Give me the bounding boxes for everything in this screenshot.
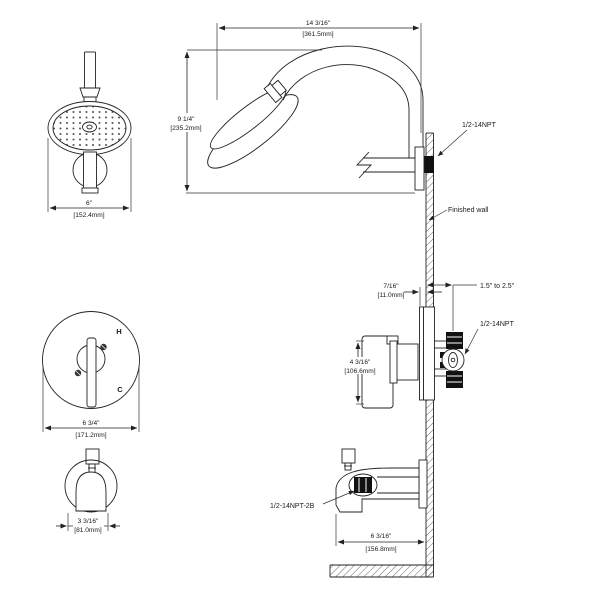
dimension-trim-height: 4 3/16" [106.6mm]	[341, 340, 379, 405]
dimension-plate-diameter: 6 3/4" [171.2mm]	[42, 366, 140, 439]
screw-bottom	[74, 369, 82, 377]
dim-plate-diameter-mm: [171.2mm]	[75, 432, 106, 439]
tub-spout-side-view: 1/2-14NPT-2B 6 3/16" [156.8mm]	[270, 448, 428, 553]
valve-depth-range-label: 1.5" to 2.5"	[480, 283, 515, 290]
dim-plate-gap-inches: 7/16"	[383, 283, 399, 290]
npt-valve-label: 1/2-14NPT	[480, 321, 515, 328]
floor-section	[329, 564, 434, 578]
dim-trim-height-mm: [106.6mm]	[344, 368, 375, 375]
valve-escutcheon-plate	[419, 306, 424, 401]
dimension-arm-reach: 14 3/16" [361.5mm]	[216, 20, 422, 133]
dimension-spout-length: 6 3/16" [156.8mm]	[335, 514, 425, 553]
spout-body-side	[335, 467, 420, 513]
dimension-spout-width: 3 3/16" [81.0mm]	[56, 513, 120, 534]
dimension-head-diameter: 6" [152.4mm]	[47, 138, 132, 219]
dimension-plate-gap: 7/16" [11.0mm]	[378, 283, 442, 306]
dimension-valve-depth: 1.5" to 2.5"	[427, 282, 515, 331]
trim-plate-circle	[42, 311, 140, 409]
hot-label: H	[116, 327, 121, 336]
dim-arm-drop-mm: [235.2mm]	[170, 125, 201, 132]
finished-wall-label: Finished wall	[448, 207, 489, 214]
dim-plate-diameter-inches: 6 3/4"	[82, 420, 100, 427]
dim-trim-height-inches: 4 3/16"	[350, 359, 371, 366]
diverter-knob-front	[85, 448, 100, 465]
dim-arm-drop-inches: 9 1/4"	[177, 116, 195, 123]
npt-top-label: 1/2-14NPT	[462, 122, 497, 129]
plaster-guard	[423, 306, 435, 401]
dim-spout-length-inches: 6 3/16"	[371, 533, 392, 540]
dim-spout-length-mm: [156.8mm]	[365, 546, 396, 553]
dim-arm-reach-mm: [361.5mm]	[302, 31, 333, 38]
rough-in-valve	[434, 332, 465, 388]
dim-spout-width-mm: [81.0mm]	[74, 527, 102, 534]
dim-head-mm: [152.4mm]	[73, 212, 104, 219]
showerhead-front-view: 6" [152.4mm]	[47, 51, 132, 219]
handle-lever	[86, 337, 97, 408]
npt-spout-label: 1/2-14NPT-2B	[270, 503, 315, 510]
spout-wall-flange	[418, 459, 428, 509]
dim-arm-reach-inches: 14 3/16"	[306, 20, 331, 27]
dim-spout-width-inches: 3 3/16"	[78, 518, 99, 525]
arm-flange	[414, 146, 425, 191]
valve-side-view: 7/16" [11.0mm] 1.5" to 2.5" 1/2-14NPT 4 …	[341, 282, 515, 409]
spout-face-arch	[75, 471, 107, 512]
cold-label: C	[117, 385, 123, 394]
valve-trim-front-view: H C 6 3/4" [171.2mm]	[42, 311, 140, 439]
spout-body-circle	[64, 459, 118, 513]
tub-spout-front-view: 3 3/16" [81.0mm]	[56, 448, 120, 534]
wall-labels: 1/2-14NPT Finished wall	[428, 122, 497, 221]
arm-wall-fitting	[424, 156, 434, 173]
shower-arm-side-view: 14 3/16" [361.5mm] 9 1/4" [235.2mm]	[167, 20, 434, 194]
screw-top	[100, 343, 107, 351]
spout-npt-fitting	[354, 477, 372, 493]
dimension-arm-drop: 9 1/4" [235.2mm]	[167, 49, 322, 192]
dim-head-inches: 6"	[86, 200, 93, 207]
dim-plate-gap-mm: [11.0mm]	[378, 292, 405, 299]
diverter-knob-side	[341, 448, 356, 464]
